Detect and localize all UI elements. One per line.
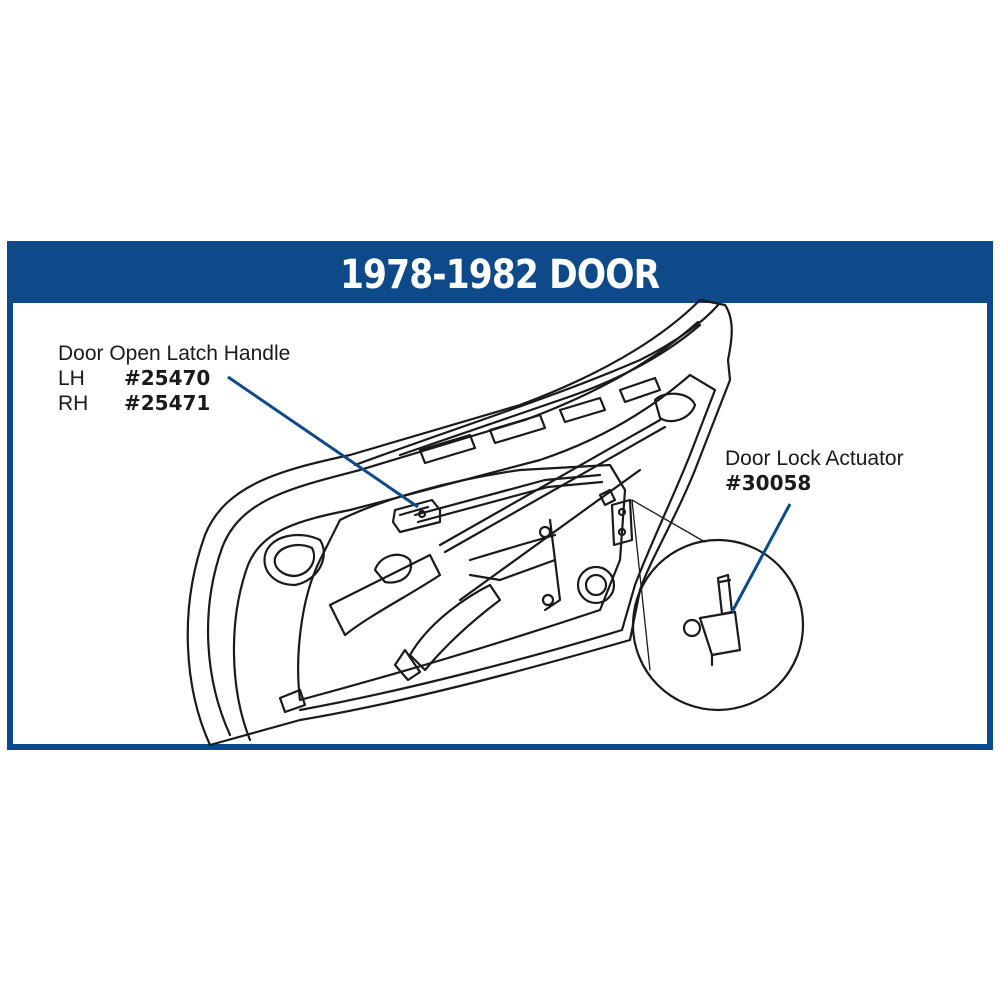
speaker-hole xyxy=(576,565,616,605)
rh-label: RH xyxy=(58,392,89,415)
corner-bracket xyxy=(653,392,697,423)
diagram-title: 1978-1982 DOOR xyxy=(340,252,660,298)
corner-pad xyxy=(263,533,325,587)
rh-part-number: #25471 xyxy=(124,391,211,415)
latch-leader-line xyxy=(227,375,419,509)
latch-callout: Door Open Latch Handle LH #25470 RH #25471 xyxy=(58,342,290,416)
lock-actuator-label: Door Lock Actuator xyxy=(725,447,904,470)
diagram-frame: 1978-1982 DOOR xyxy=(7,241,993,750)
lh-part-number: #25470 xyxy=(124,366,211,390)
trim-slot xyxy=(488,413,547,445)
inner-panel xyxy=(297,463,627,702)
latch-rod xyxy=(468,533,557,562)
lower-pad xyxy=(278,688,307,714)
latch-handle xyxy=(391,498,442,534)
door-outer-shell xyxy=(186,298,733,747)
detail-circle xyxy=(631,538,805,712)
trim-slot xyxy=(618,376,662,404)
title-bar: 1978-1982 DOOR xyxy=(13,247,987,303)
door-seal xyxy=(232,373,717,742)
latch-handle-label: Door Open Latch Handle xyxy=(58,342,291,365)
lock-actuator xyxy=(698,610,742,657)
regulator-arm xyxy=(438,418,662,547)
hinge-plate xyxy=(610,498,634,547)
door-top-inner xyxy=(398,323,702,457)
lh-row: LH #25470 xyxy=(58,366,290,391)
actuator-callout: Door Lock Actuator #30058 xyxy=(725,447,904,495)
door-top-edge xyxy=(353,303,720,467)
detail-pointer xyxy=(631,499,706,543)
trim-slot xyxy=(558,396,607,424)
trim-slot xyxy=(418,433,477,465)
inner-handle xyxy=(408,583,502,672)
rh-row: RH #25471 xyxy=(58,391,290,416)
actuator-leader-line xyxy=(730,503,792,613)
regulator-rod xyxy=(413,473,602,517)
lh-label: LH xyxy=(58,367,85,390)
actuator-part-number: #30058 xyxy=(725,471,812,495)
